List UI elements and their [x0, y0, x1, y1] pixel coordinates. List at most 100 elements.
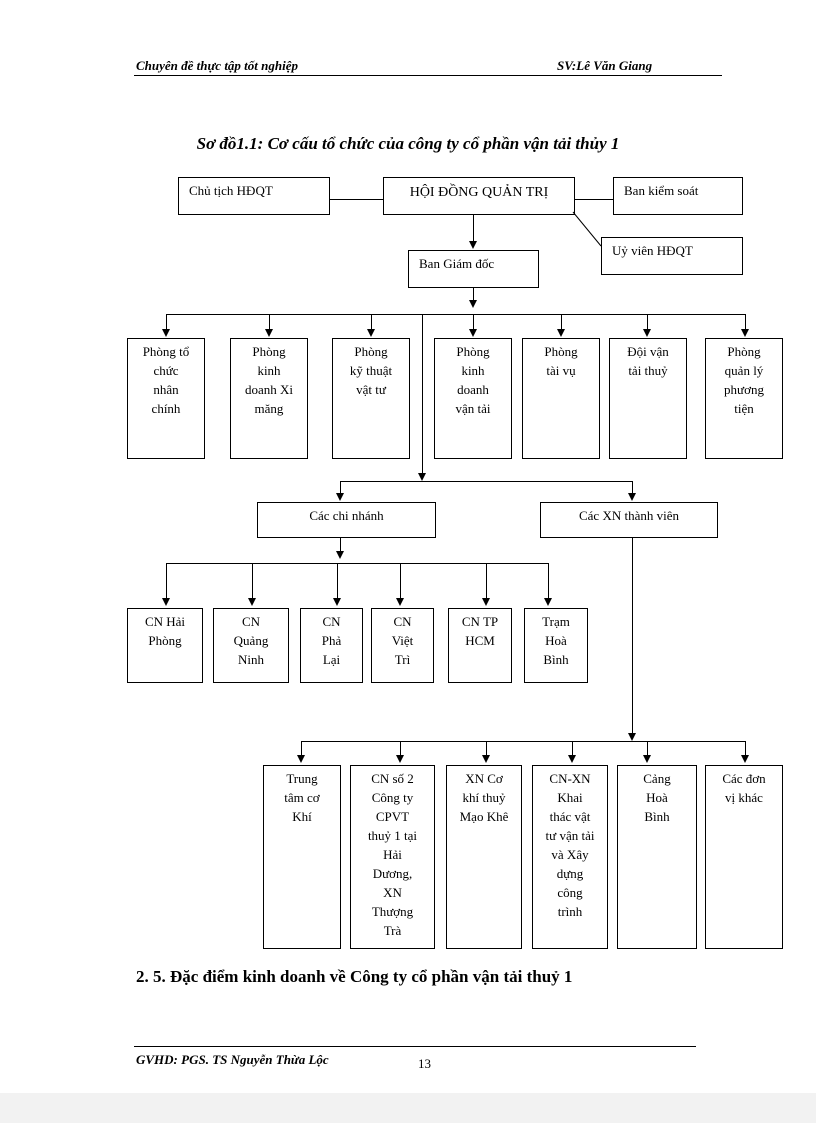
arrow-head [628, 493, 636, 501]
diagram-title: Sơ đồ1.1: Cơ cấu tổ chức của công ty cổ … [196, 134, 620, 153]
branch-line: CN [393, 614, 412, 629]
connector [473, 314, 474, 330]
connector [422, 314, 423, 474]
member-line: Công ty [371, 790, 414, 805]
member-line: công [557, 885, 583, 900]
connector [647, 741, 648, 756]
arrow-head [568, 755, 576, 763]
department-line: kinh [257, 363, 281, 378]
department-line: Phòng [456, 344, 490, 359]
department-line: kỹ thuật [349, 363, 393, 378]
department-line: chức [153, 363, 179, 378]
department-line: nhân [153, 382, 179, 397]
arrow-head [643, 329, 651, 337]
connector [473, 215, 474, 242]
member-line: Thượng [371, 904, 414, 919]
connector [340, 538, 341, 552]
arrow-head [297, 755, 305, 763]
connector [486, 563, 487, 599]
member-box-other-units: Các đơn vị khác [705, 765, 783, 949]
member-line: dựng [556, 866, 584, 881]
arrow-head [544, 598, 552, 606]
member-line: CPVT [375, 809, 410, 824]
directors-box: Ban Giám đốc [408, 250, 539, 288]
connector [632, 538, 633, 734]
department-line: phương [724, 382, 764, 397]
page-bottom-strip [0, 1093, 816, 1123]
connector [166, 314, 167, 330]
connector [745, 741, 746, 756]
arrow-head [162, 598, 170, 606]
connector [400, 563, 401, 599]
member-line: CN-XN [549, 771, 591, 786]
arrow-head [643, 755, 651, 763]
header-rule [134, 75, 722, 76]
arrow-head [557, 329, 565, 337]
member-units-box: Các XN thành viên [540, 502, 718, 538]
department-line: măng [254, 401, 284, 416]
arrow-head [741, 329, 749, 337]
department-line: Phòng [727, 344, 761, 359]
department-line: Phòng [354, 344, 388, 359]
footer-left: GVHD: PGS. TS Nguyễn Thừa Lộc [136, 1052, 329, 1067]
supervisory-box: Ban kiểm soát [613, 177, 743, 215]
member-line: Trung [286, 771, 318, 786]
member-line: Các đơn [722, 771, 766, 786]
connector [337, 563, 338, 599]
arrow-head [396, 598, 404, 606]
department-line: tài vụ [546, 363, 576, 378]
connector [340, 481, 341, 494]
member-line: Dương, [372, 866, 413, 881]
member-line: khí thuỷ [462, 790, 506, 805]
arrow-head [336, 551, 344, 559]
branch-line: Lại [322, 652, 341, 667]
branches-box: Các chi nhánh [257, 502, 436, 538]
arrow-head [367, 329, 375, 337]
member-line: CN số 2 [371, 771, 414, 786]
connector [371, 314, 372, 330]
page-number: 13 [418, 1056, 431, 1071]
connector [486, 741, 487, 756]
arrow-head [628, 733, 636, 741]
department-line: Phòng [544, 344, 578, 359]
branch-line: Quảng [233, 633, 269, 648]
connector [166, 563, 167, 599]
department-box-finance: Phòng tài vụ [522, 338, 600, 459]
member-line: vị khác [725, 790, 763, 805]
member-line: Hải [383, 847, 402, 862]
department-line: tải thuỷ [628, 363, 668, 378]
member-line: trình [557, 904, 583, 919]
member-line: thác vật [549, 809, 591, 824]
arrow-head [248, 598, 256, 606]
header-right: SV:Lê Văn Giang [557, 58, 653, 73]
department-line: doanh [457, 382, 489, 397]
arrow-head [741, 755, 749, 763]
member-line: Khai [557, 790, 583, 805]
member-line: XN Cơ [465, 771, 503, 786]
header-left: Chuyên đề thực tập tốt nghiệp [136, 58, 298, 73]
connector [632, 481, 633, 494]
branch-line: CN Hải [144, 614, 186, 629]
department-line: chính [151, 401, 181, 416]
department-line: vận tải [455, 401, 491, 416]
branch-line: Bình [543, 652, 569, 667]
connector [575, 199, 613, 200]
member-line: Mạo Khê [459, 809, 509, 824]
connector [745, 314, 746, 330]
department-line: doanh Xi [244, 382, 294, 397]
arrow-head [482, 755, 490, 763]
member-line: tâm cơ [284, 790, 320, 805]
